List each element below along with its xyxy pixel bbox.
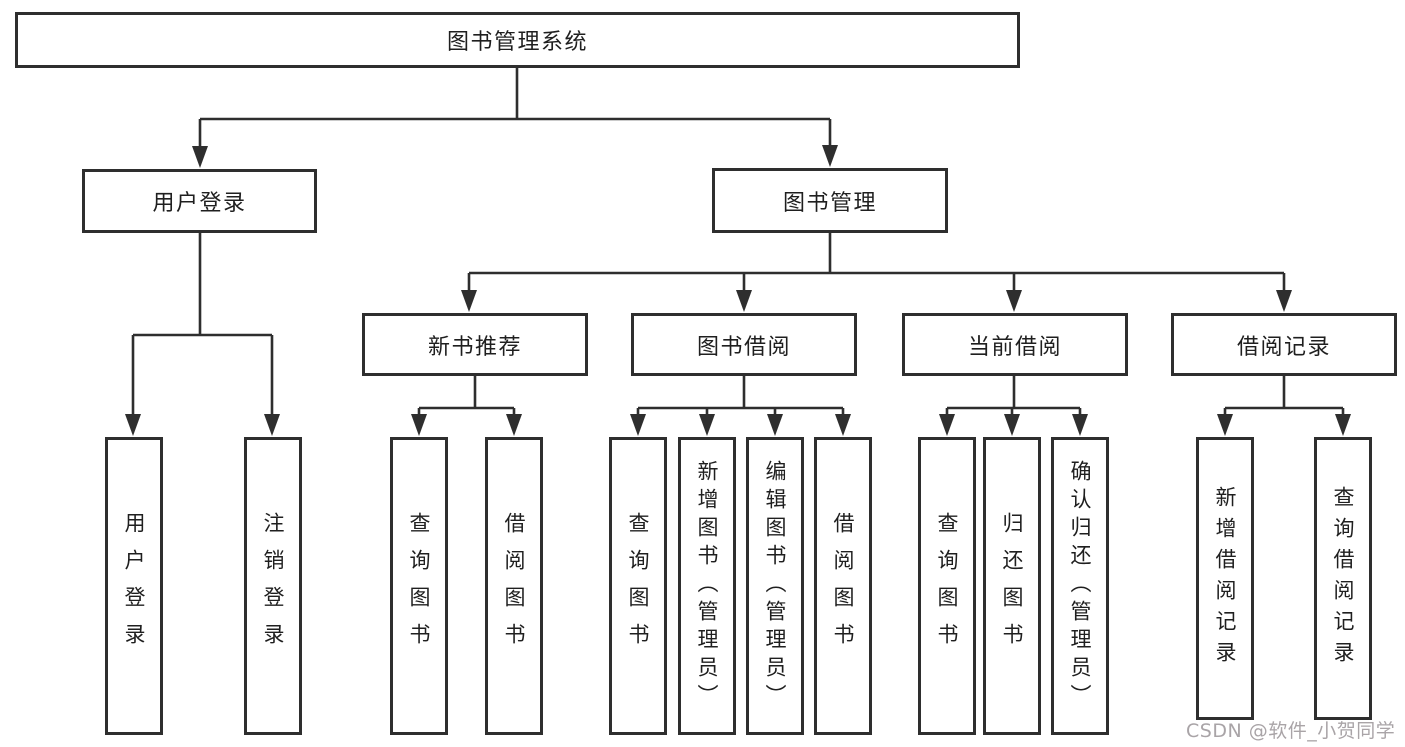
node-library-management-system: 图书管理系统 <box>15 12 1020 68</box>
node-book-borrowing: 图书借阅 <box>631 313 857 376</box>
edge-login-to-leaves <box>125 232 280 436</box>
edge-line <box>131 232 274 416</box>
arrowhead <box>939 414 955 436</box>
edge-line <box>198 68 832 148</box>
leaf-query-borrow-record: 查询借阅记录 <box>1314 437 1372 720</box>
arrowhead <box>1335 414 1351 436</box>
leaf-confirm-return-admin: 确认归还（管理员） <box>1051 437 1109 735</box>
arrowhead <box>192 146 208 168</box>
arrowhead <box>264 414 280 436</box>
node-new-book-recommendation: 新书推荐 <box>362 313 588 376</box>
node-book-management: 图书管理 <box>712 168 948 233</box>
leaf-query-books-current: 查询图书 <box>918 437 976 735</box>
leaf-borrow-books-recommend: 借阅图书 <box>485 437 543 735</box>
arrowhead <box>461 290 477 312</box>
edge-mgmt-to-level3 <box>461 232 1292 312</box>
arrowhead <box>630 414 646 436</box>
arrowhead <box>1276 290 1292 312</box>
edge-root-to-level2 <box>192 68 838 168</box>
arrowhead <box>1072 414 1088 436</box>
edge-current-to-leaves <box>939 376 1088 436</box>
arrowhead <box>506 414 522 436</box>
arrowhead <box>699 414 715 436</box>
edge-line <box>417 376 516 416</box>
arrowhead <box>1004 414 1020 436</box>
leaf-return-books: 归还图书 <box>983 437 1041 735</box>
edge-borrowing-to-leaves <box>630 376 851 436</box>
edge-line <box>636 376 845 416</box>
watermark: CSDN @软件_小贺同学 <box>1186 720 1396 742</box>
leaf-user-login: 用户登录 <box>105 437 163 735</box>
arrowhead <box>835 414 851 436</box>
arrowhead <box>1006 290 1022 312</box>
leaf-edit-books-admin: 编辑图书（管理员） <box>746 437 804 735</box>
leaf-logout: 注销登录 <box>244 437 302 735</box>
node-borrowing-records: 借阅记录 <box>1171 313 1397 376</box>
leaf-query-books-recommend: 查询图书 <box>390 437 448 735</box>
arrowhead <box>1217 414 1233 436</box>
leaf-borrow-books: 借阅图书 <box>814 437 872 735</box>
arrowhead <box>125 414 141 436</box>
arrowhead <box>767 414 783 436</box>
arrowhead <box>736 290 752 312</box>
node-user-login: 用户登录 <box>82 169 317 233</box>
edge-line <box>467 232 1286 292</box>
leaf-add-borrow-record: 新增借阅记录 <box>1196 437 1254 720</box>
arrowhead <box>822 145 838 167</box>
leaf-query-books-borrowing: 查询图书 <box>609 437 667 735</box>
arrowhead <box>411 414 427 436</box>
node-current-borrowing: 当前借阅 <box>902 313 1128 376</box>
leaf-add-books-admin: 新增图书（管理员） <box>678 437 736 735</box>
edge-recommend-to-leaves <box>411 376 522 436</box>
edge-line <box>1223 376 1345 416</box>
edge-line <box>945 376 1082 416</box>
edge-records-to-leaves <box>1217 376 1351 436</box>
